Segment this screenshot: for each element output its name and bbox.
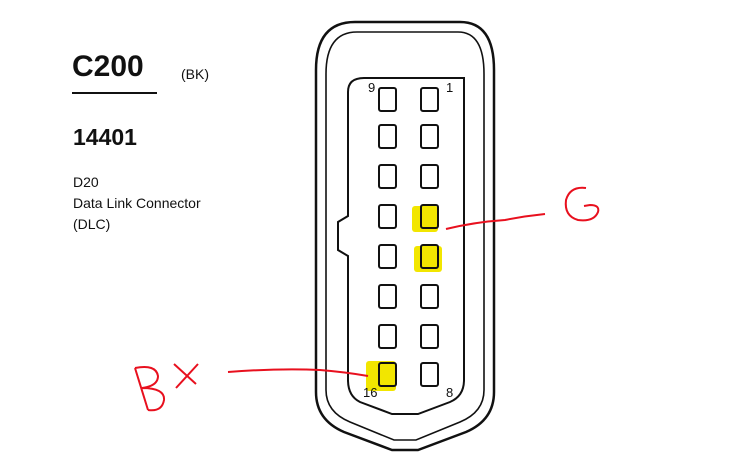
pin-cavity-right-4 [420, 204, 439, 229]
connector-id: C200 [72, 50, 144, 83]
pin-label-1: 1 [446, 80, 453, 95]
highlight-pin-left-16 [366, 361, 396, 391]
connector-color-code: (BK) [181, 66, 209, 82]
pin-cavity-right-6 [420, 284, 439, 309]
pin-cavity-right-3 [420, 164, 439, 189]
pin-cavity-right-7 [420, 324, 439, 349]
annotation-line-bplus [227, 368, 369, 377]
description-line-3: (DLC) [73, 216, 111, 232]
pin-label-16: 16 [363, 385, 377, 400]
annotation-g-handwritten-icon [564, 186, 600, 222]
annotation-bplus-handwritten-icon [134, 363, 199, 412]
pin-cavity-left-3 [378, 164, 397, 189]
pin-cavity-left-1 [378, 87, 397, 112]
pin-cavity-left-4 [378, 204, 397, 229]
annotation-line-g [445, 213, 546, 230]
pin-cavity-left-7 [378, 324, 397, 349]
pin-cavity-left-8 [378, 362, 397, 387]
part-number: 14401 [73, 124, 137, 150]
pin-label-9: 9 [368, 80, 375, 95]
description-line-1: D20 [73, 174, 99, 190]
highlight-pin-left-4 [412, 206, 438, 232]
connector-id-underline [72, 92, 157, 94]
pin-grid [378, 87, 439, 387]
pin-cavity-right-5 [420, 244, 439, 269]
pin-cavity-left-2 [378, 124, 397, 149]
pin-cavity-left-5 [378, 244, 397, 269]
description-line-2: Data Link Connector [73, 195, 201, 211]
connector-housing-outer [314, 20, 496, 452]
pin-cavity-right-1 [420, 87, 439, 112]
pin-cavity-left-6 [378, 284, 397, 309]
pin-cavity-right-8 [420, 362, 439, 387]
pin-cavity-right-2 [420, 124, 439, 149]
pin-label-8: 8 [446, 385, 453, 400]
connector-cavity [337, 77, 465, 415]
connector-housing-middle [325, 31, 485, 441]
